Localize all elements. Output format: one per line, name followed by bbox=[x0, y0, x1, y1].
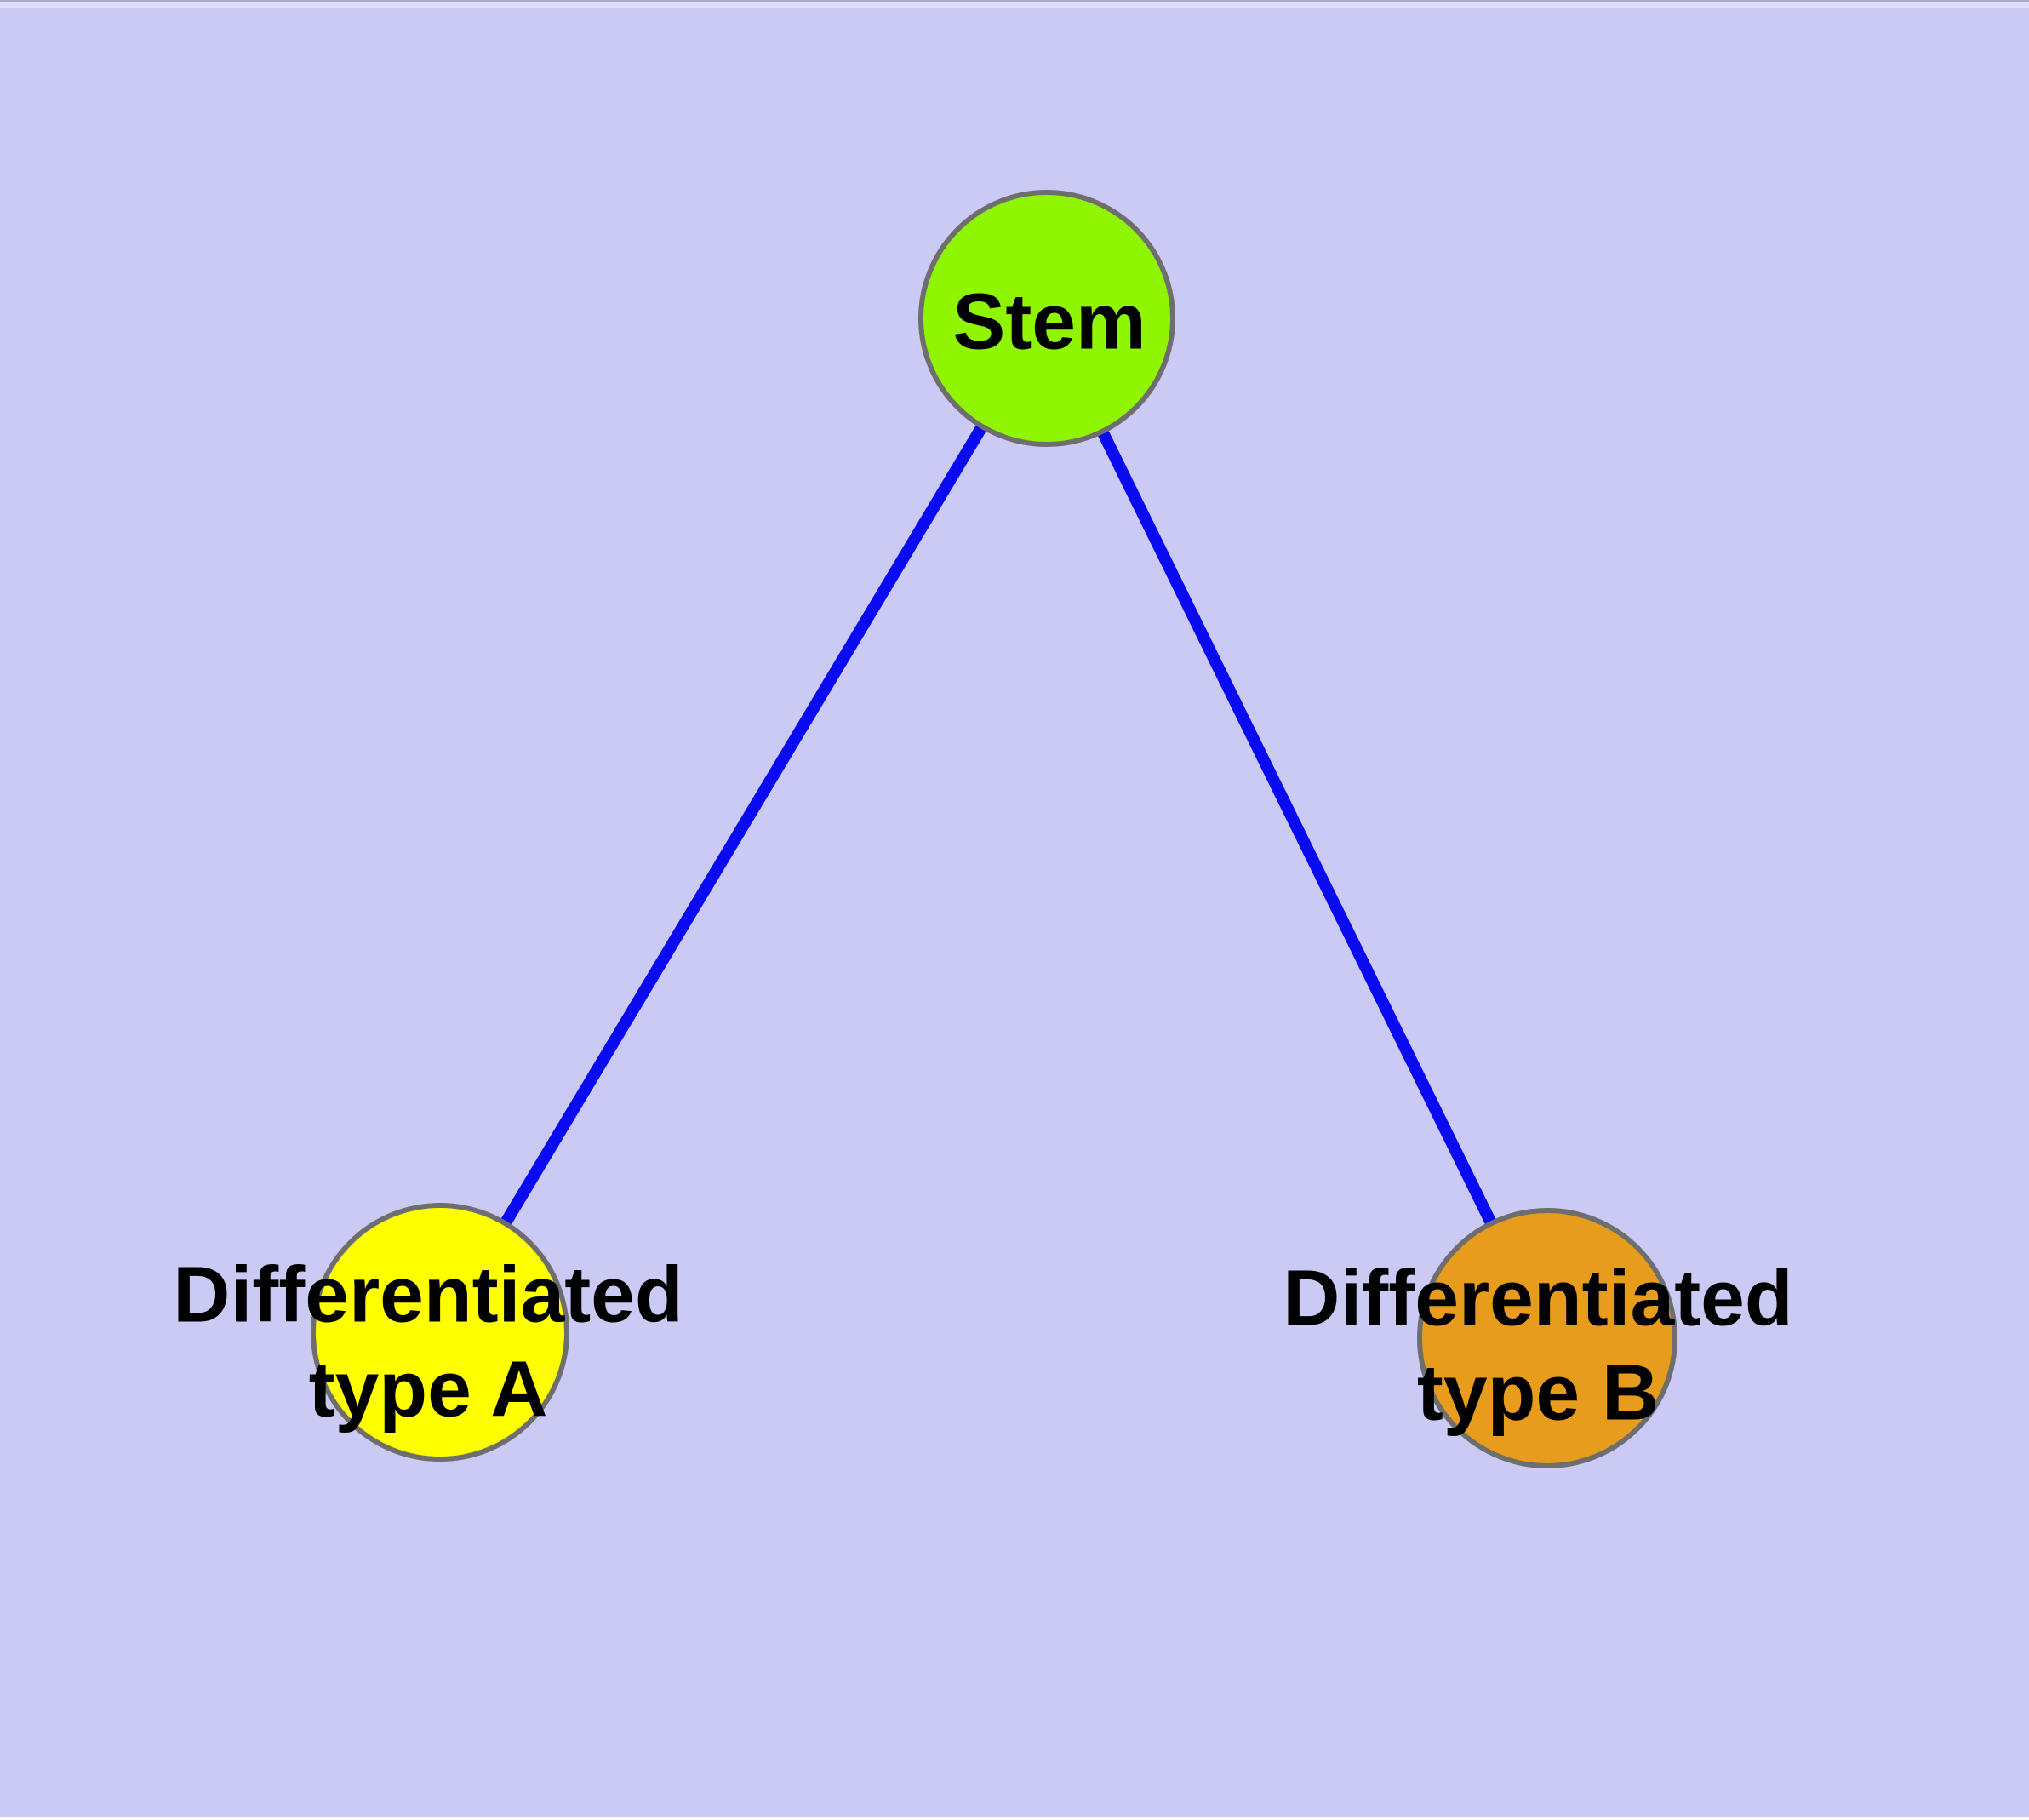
top-edge-artifact bbox=[0, 0, 2029, 8]
edge-stem-to-type-a bbox=[434, 315, 1053, 1336]
node-stem-label-line: Stem bbox=[952, 277, 1146, 366]
bottom-edge-artifact bbox=[0, 1817, 2029, 1820]
node-type-b-label: Differentiated type B bbox=[1283, 1251, 1792, 1439]
node-type-a-label-line-2: type A bbox=[308, 1344, 548, 1433]
node-type-a-label: Differentiated type A bbox=[173, 1247, 683, 1435]
node-differentiated-type-a bbox=[311, 1203, 569, 1462]
node-type-b-label-line-2: type B bbox=[1416, 1348, 1660, 1436]
edge-stem-to-type-b bbox=[1041, 315, 1553, 1341]
node-type-a-label-line-1: Differentiated bbox=[173, 1250, 683, 1339]
node-stem bbox=[918, 190, 1175, 447]
node-type-b-label-line-1: Differentiated bbox=[1283, 1253, 1793, 1342]
node-stem-label: Stem bbox=[952, 275, 1146, 369]
node-differentiated-type-b bbox=[1417, 1208, 1677, 1468]
